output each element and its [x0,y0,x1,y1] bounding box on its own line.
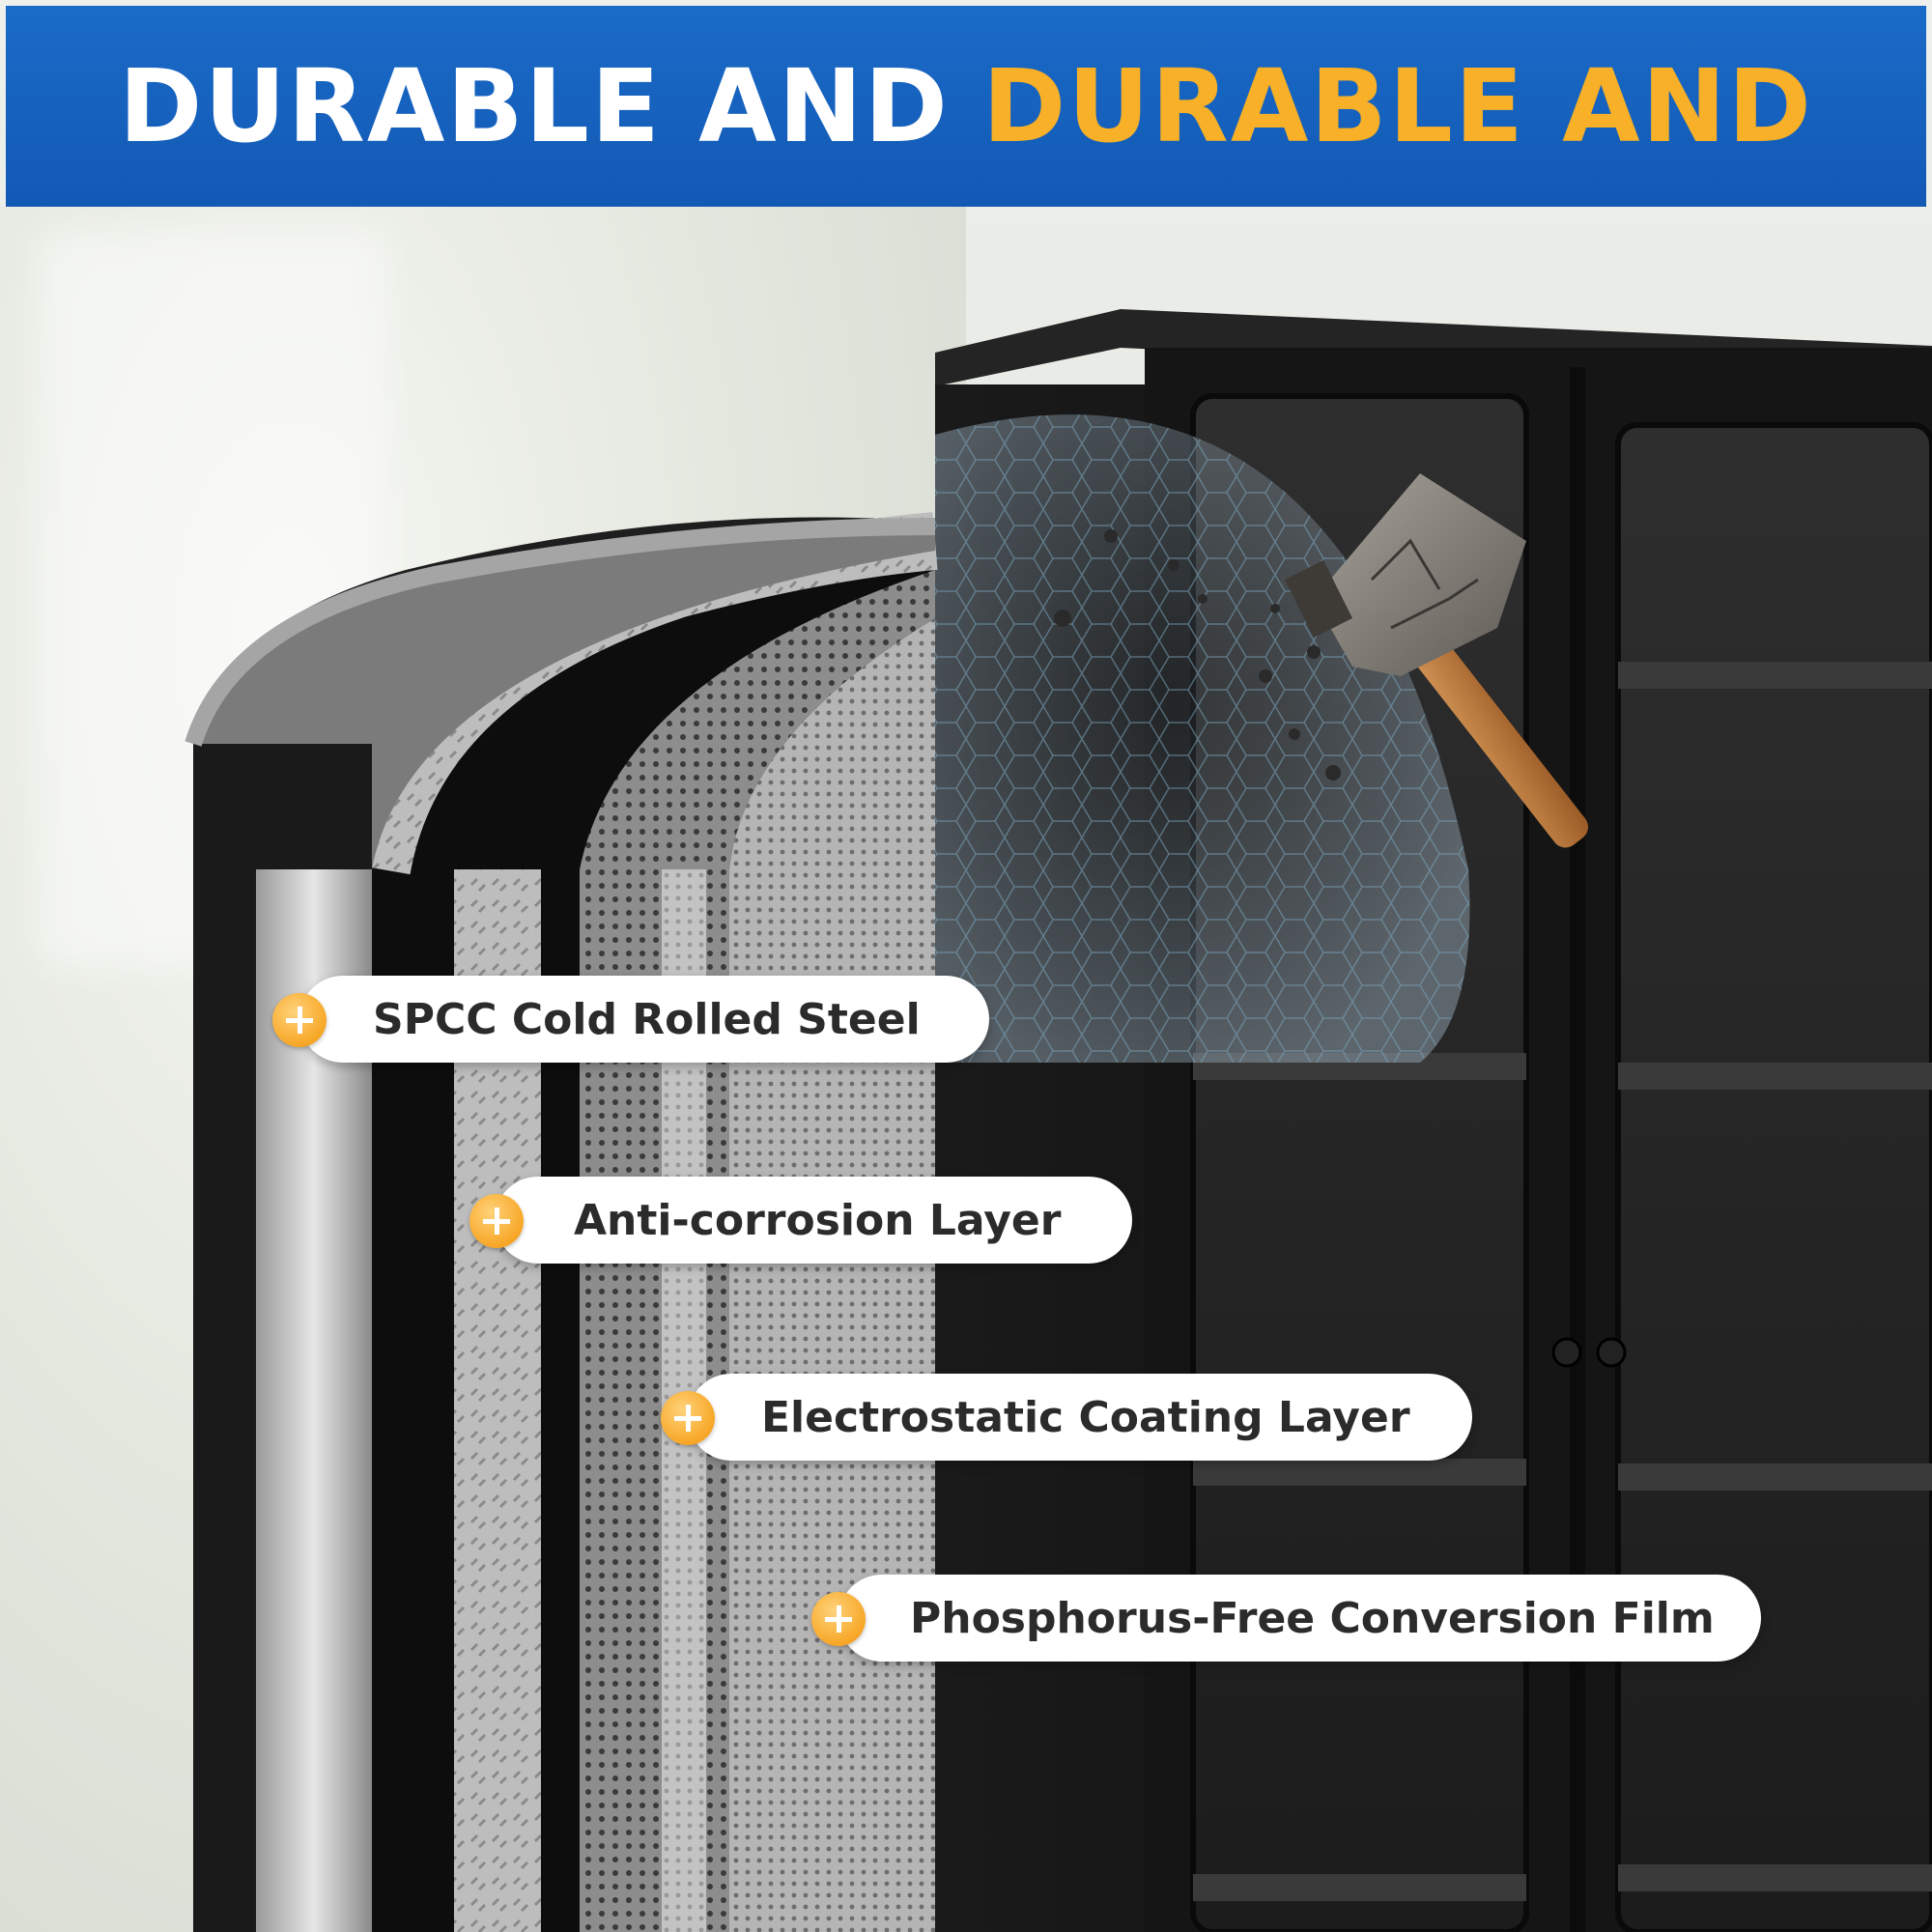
hammer-icon [1285,473,1589,848]
layer-callout-electrostatic: Electrostatic Coating Layer [688,1374,1472,1461]
title-text-orange: DURABLE AND [982,47,1813,165]
layer-callout-spcc: SPCC Cold Rolled Steel [299,976,989,1063]
plus-icon [469,1194,524,1248]
layer-label: Anti-corrosion Layer [574,1195,1062,1245]
layer-callout-phosphorus: Phosphorus-Free Conversion Film [838,1575,1761,1662]
title-text-white: DURABLE AND [119,47,950,165]
title-banner: DURABLE AND DURABLE AND [6,6,1926,207]
layer-label: SPCC Cold Rolled Steel [373,994,921,1044]
plus-icon [272,993,327,1047]
layer-callout-anticorrosion: Anti-corrosion Layer [495,1177,1132,1264]
layer-label: Phosphorus-Free Conversion Film [910,1593,1715,1643]
plus-icon [811,1592,866,1646]
plus-icon [661,1391,715,1445]
layer-label: Electrostatic Coating Layer [761,1392,1410,1442]
